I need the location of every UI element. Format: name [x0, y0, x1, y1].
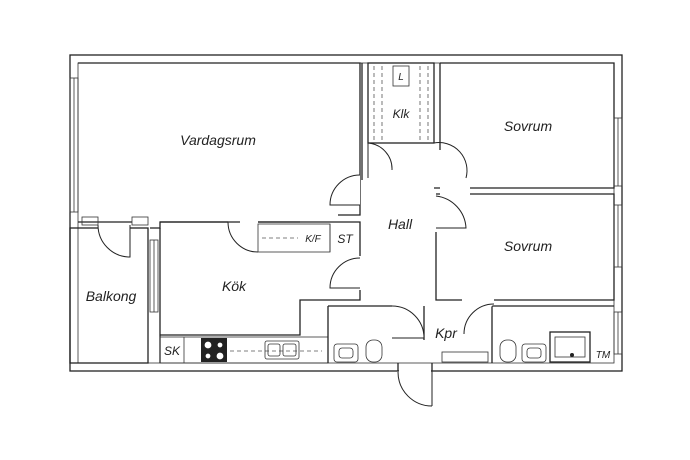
- kitchen-counter: [159, 336, 329, 364]
- bathtub: [549, 331, 591, 363]
- kpr-label: Kpr: [435, 325, 458, 341]
- kok-hall-door: [329, 257, 361, 289]
- bathroom1-toilet: [365, 339, 383, 363]
- outer-wall: [69, 54, 623, 372]
- bathroom2-basin: [521, 343, 547, 363]
- bathtub-inner: [554, 336, 586, 358]
- bathroom2-walls: [491, 305, 614, 363]
- klk-box: [367, 62, 435, 144]
- balkong-door-frame-left: [81, 216, 99, 226]
- hall-label: Hall: [388, 216, 413, 232]
- stove-burner-2: [216, 341, 224, 349]
- klk-door-left: [367, 142, 393, 178]
- bathroom1-basin-inner: [338, 347, 354, 359]
- klk-l-box: [392, 65, 410, 87]
- kitchen-sink: [264, 340, 300, 360]
- sovrum2-label: Sovrum: [504, 238, 553, 254]
- klk-l-label: L: [398, 72, 404, 83]
- kitchen-sink-basin-2: [282, 343, 297, 357]
- sovrum1-label: Sovrum: [504, 118, 553, 134]
- sovrum2-door: [435, 195, 467, 229]
- kitchen-sink-basin-1: [267, 343, 281, 357]
- vardagsrum-door: [329, 174, 361, 206]
- bathroom2-door: [463, 303, 495, 335]
- bathroom1-basin: [333, 343, 359, 363]
- entrance-door: [397, 371, 433, 407]
- kok-walls: [159, 221, 361, 363]
- balkong-door: [97, 224, 131, 258]
- balkong-door-frame-right: [131, 216, 149, 226]
- st-label: ST: [337, 232, 354, 246]
- inner-outline: [77, 62, 615, 364]
- klk-label: Klk: [393, 107, 411, 121]
- stove-burner-4: [215, 351, 225, 361]
- bathroom2-toilet: [499, 339, 517, 363]
- stove-burner-1: [203, 340, 213, 350]
- bathroom2-basin-inner: [526, 347, 542, 359]
- bathtub-drain: [570, 353, 574, 357]
- kok-label: Kök: [222, 278, 247, 294]
- kf-label: K/F: [305, 234, 321, 245]
- bathroom1-door: [391, 305, 425, 339]
- tm-label: TM: [596, 350, 611, 361]
- kpr-shelf: [441, 351, 489, 363]
- sk-label: SK: [164, 344, 181, 358]
- stove-burner-3: [204, 352, 212, 360]
- vardagsrum-label: Vardagsrum: [180, 132, 256, 148]
- klk-door-right: [433, 142, 468, 179]
- kok-door: [227, 221, 259, 253]
- balkong-label: Balkong: [86, 288, 137, 304]
